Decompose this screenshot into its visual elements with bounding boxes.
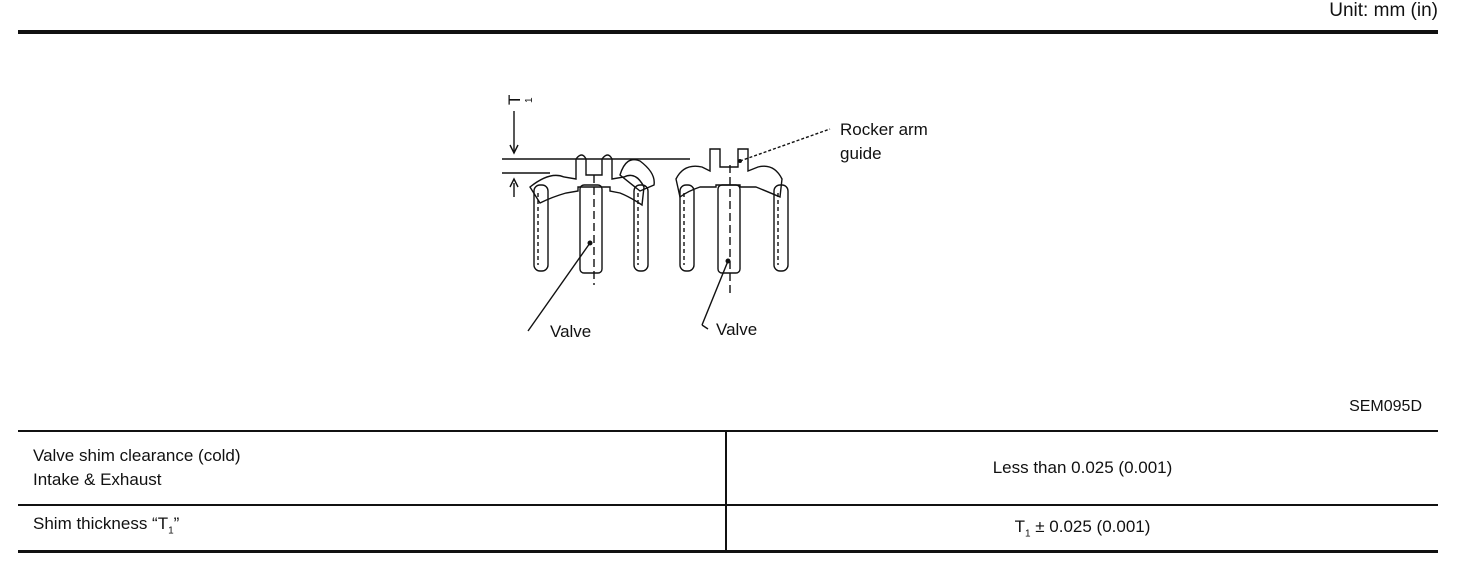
row-label-line: Valve shim clearance (cold) bbox=[33, 446, 241, 465]
left-valve-assembly bbox=[529, 154, 655, 285]
t1-label-sub: 1 bbox=[524, 97, 535, 103]
rocker-leader-dot bbox=[738, 159, 742, 163]
right-valve-stem bbox=[717, 184, 741, 274]
left-outer-valve bbox=[533, 184, 549, 272]
rocker-arm-guide-shape bbox=[675, 148, 783, 199]
figure-code: SEM095D bbox=[1349, 398, 1422, 415]
left-valve-stem bbox=[579, 184, 603, 274]
value-suffix: ± 0.025 (0.001) bbox=[1030, 516, 1151, 536]
valve-shim-drawing: T 1 Rocker arm guide Valve Valve bbox=[502, 95, 928, 341]
right-valve-assembly bbox=[675, 148, 789, 295]
unit-label: Unit: mm (in) bbox=[1329, 0, 1438, 21]
row-value: Less than 0.025 (0.001) bbox=[726, 430, 1438, 505]
valve-label-right: Valve bbox=[716, 320, 757, 339]
left-rocker-shape bbox=[529, 154, 645, 207]
right-outer-valve-a bbox=[679, 184, 695, 272]
right-valve-leader bbox=[701, 260, 729, 326]
valve-label-left: Valve bbox=[550, 322, 591, 341]
row-label-line: Intake & Exhaust bbox=[33, 470, 162, 489]
row-label: Shim thickness “T1” bbox=[18, 504, 727, 553]
top-rule bbox=[18, 30, 1438, 34]
left-inner-valve bbox=[633, 184, 649, 272]
row-value: T1 ± 0.025 (0.001) bbox=[726, 504, 1438, 553]
rocker-label-line1: Rocker arm bbox=[840, 120, 928, 139]
value-prefix: T bbox=[1014, 516, 1025, 536]
table-row: Shim thickness “T1” T1 ± 0.025 (0.001) bbox=[18, 504, 1438, 553]
label-suffix: ” bbox=[173, 514, 180, 534]
right-valve-leader-dot bbox=[725, 258, 731, 264]
valve-shim-diagram: T 1 Rocker arm guide Valve Valve bbox=[490, 75, 990, 355]
t1-label: T bbox=[505, 95, 524, 105]
table-row: Valve shim clearance (cold) Intake & Exh… bbox=[18, 430, 1438, 505]
t1-arrowhead-top bbox=[509, 144, 519, 155]
right-outer-valve-b bbox=[773, 184, 789, 272]
t1-arrowhead-bottom bbox=[509, 177, 519, 188]
label-subscript: 1 bbox=[168, 525, 174, 537]
label-prefix: Shim thickness “T bbox=[33, 514, 169, 534]
rocker-label-line2: guide bbox=[840, 144, 882, 163]
value-subscript: 1 bbox=[1024, 528, 1031, 540]
left-valve-leader bbox=[527, 242, 591, 332]
row-label: Valve shim clearance (cold) Intake & Exh… bbox=[18, 430, 727, 505]
rocker-leader-line bbox=[739, 128, 831, 162]
left-valve-leader-dot bbox=[587, 240, 593, 246]
shim-spec-table: Valve shim clearance (cold) Intake & Exh… bbox=[18, 430, 1438, 553]
left-spring-cap bbox=[619, 158, 655, 192]
